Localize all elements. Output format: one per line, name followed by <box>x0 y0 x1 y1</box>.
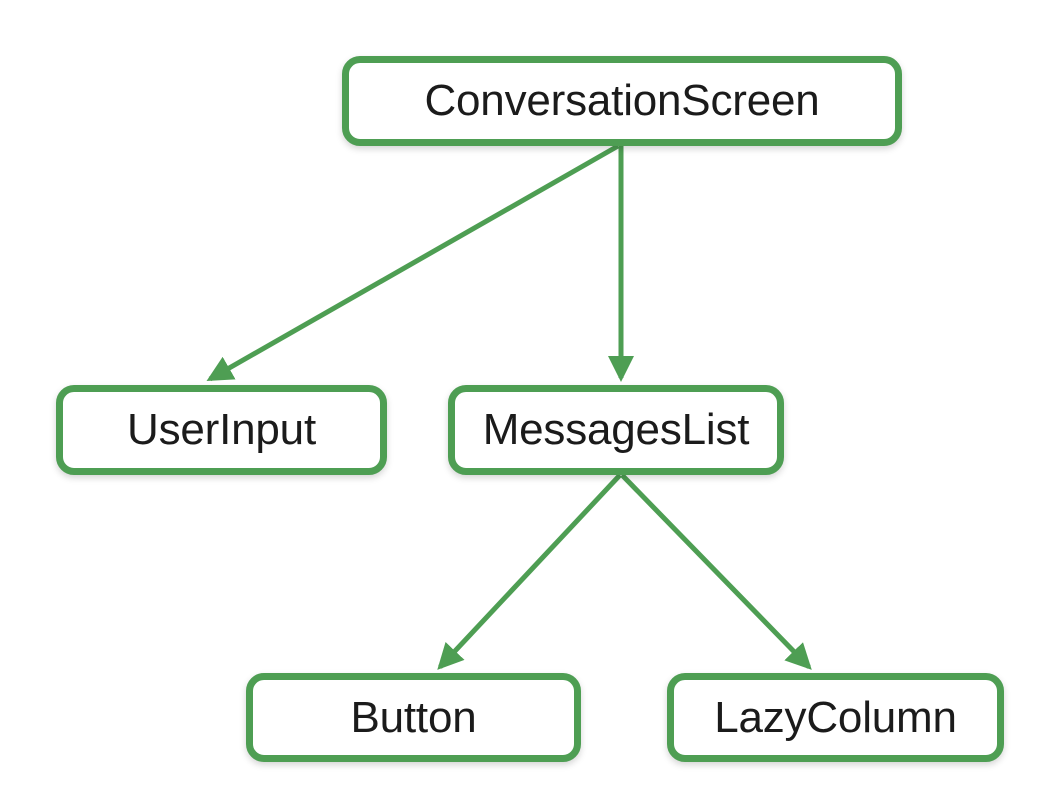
node-label: MessagesList <box>482 405 750 454</box>
edge-conversationscreen-userinput <box>206 143 620 382</box>
node-label: Button <box>350 692 477 742</box>
node-label: UserInput <box>127 405 316 454</box>
node-conversationscreen[interactable]: ConversationScreen <box>342 56 902 146</box>
node-lazycolumn[interactable]: LazyColumn <box>667 673 1004 762</box>
node-label: ConversationScreen <box>424 76 820 125</box>
node-userinput[interactable]: UserInput <box>56 385 387 475</box>
edge-messageslist-button <box>437 473 622 670</box>
node-label: LazyColumn <box>714 692 957 742</box>
node-messageslist[interactable]: MessagesList <box>448 385 784 475</box>
node-button[interactable]: Button <box>246 673 581 762</box>
edge-messageslist-lazycolumn <box>620 473 812 670</box>
